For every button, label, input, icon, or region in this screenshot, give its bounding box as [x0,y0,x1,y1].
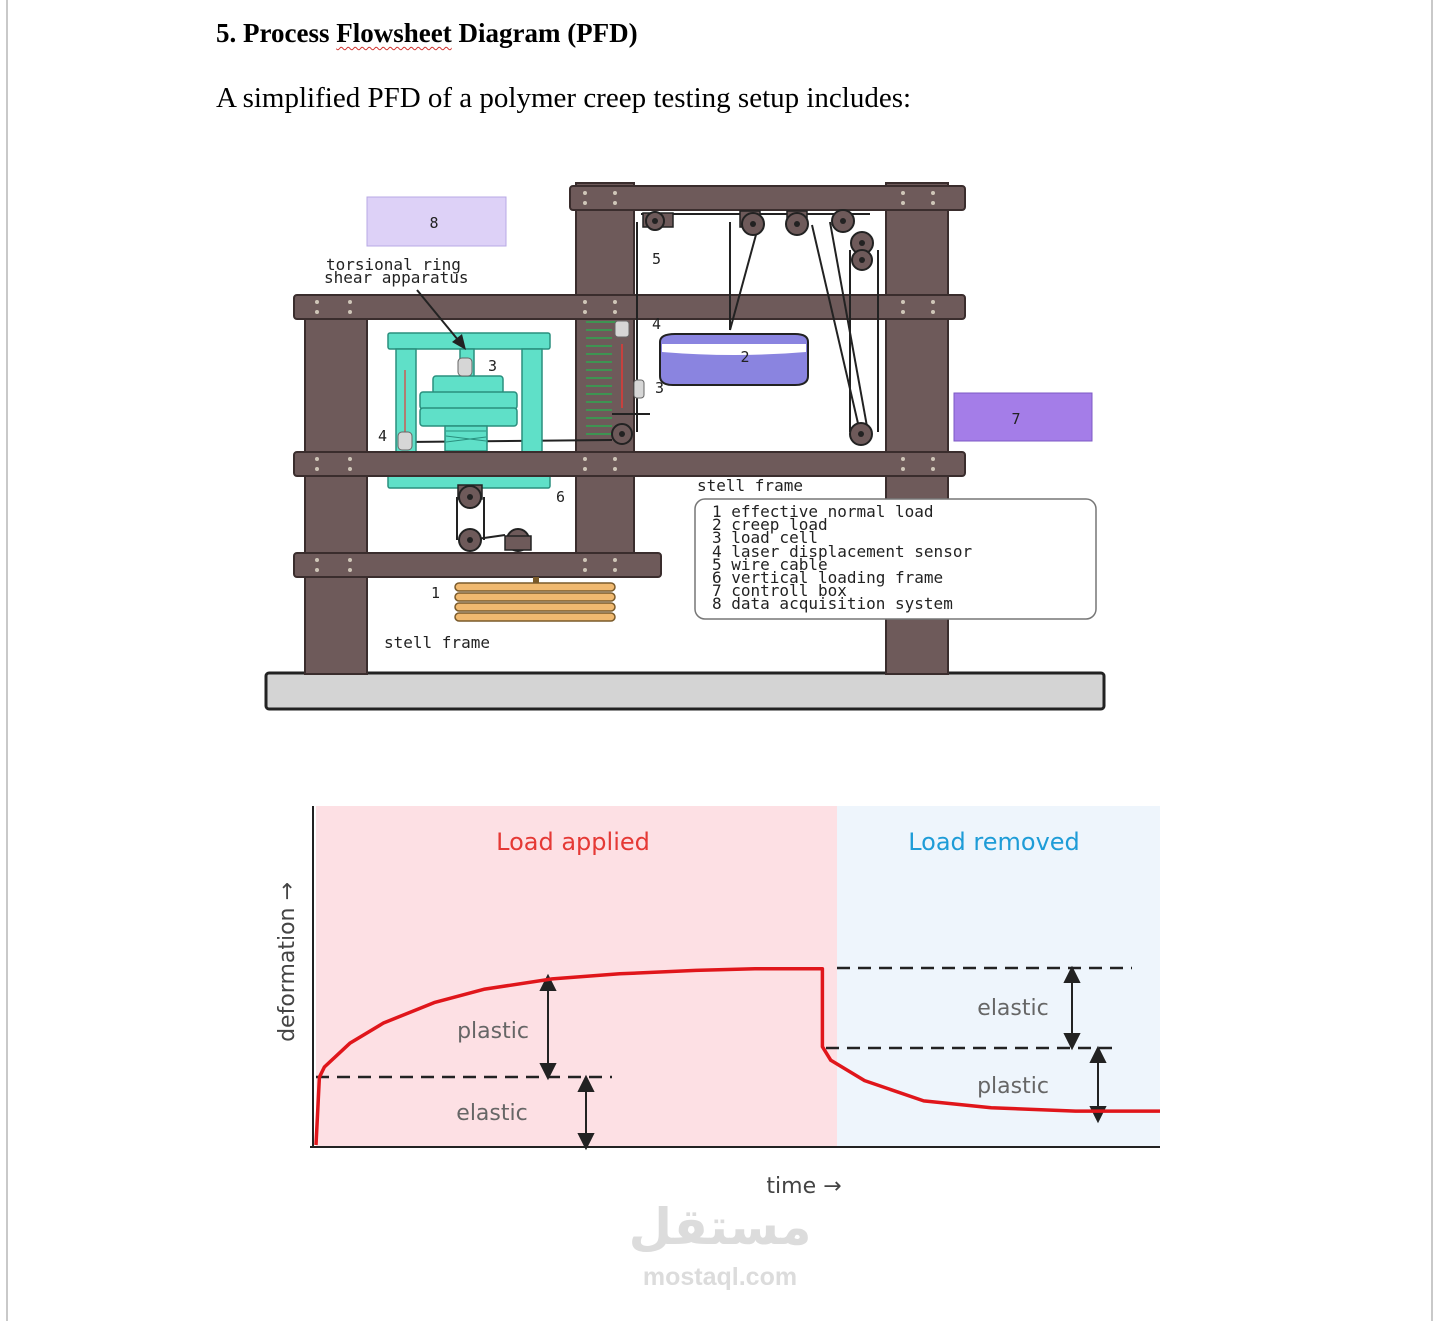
frame-upper-beam [293,294,966,320]
chart-dimension-arrows [539,965,1107,1151]
wire-cables [406,213,879,443]
frame-top-beam [569,185,966,211]
frame-lower-beam [293,552,662,578]
watermark-latin: mostaql.com [642,1263,798,1291]
chart-reference-lines [316,966,1132,1079]
region-label-load-applied: Load applied [496,828,650,856]
box-8-label: 8 [429,214,438,232]
legend-item: 1 effective normal load [712,502,934,521]
legend-item: 8 data acquisition system [712,594,953,613]
callout-line-2: shear apparatus [324,268,469,287]
heading-number: 5. [216,18,237,48]
heading-word-flowsheet: Flowsheet [336,18,452,48]
num-3-right-label: 3 [655,379,664,397]
creep-curve [314,966,1160,1146]
top-pulleys [642,209,874,271]
annotation-plastic-removed: plastic [977,1074,1049,1099]
num-4-left-label: 4 [378,427,387,445]
callout-arrow-head [452,334,466,350]
legend-item: 2 creep load [712,515,828,534]
num-4-right-label: 4 [652,315,661,333]
control-box [953,392,1093,442]
normal-load-stack [454,577,616,622]
annotation-elastic-removed: elastic [977,996,1048,1021]
creep-chart: Load applied Load removed p [275,806,1160,1199]
num-3-left-label: 3 [488,357,497,375]
page-left-border [6,0,8,1321]
data-acquisition-box [366,196,507,247]
lower-pulleys [456,484,532,552]
num-6-label: 6 [556,488,565,506]
section-heading: 5. Process Flowsheet Diagram (PFD) [216,18,638,49]
creep-load-weight [659,333,809,386]
weight-2-label: 2 [740,348,749,366]
apparatus-base [264,671,1106,711]
frame-label-bottom: stell frame [384,633,490,652]
watermark-arabic: مستقل [628,1198,812,1256]
legend-box [694,498,1097,620]
box-7-label: 7 [1011,410,1020,428]
annotation-elastic-applied: elastic [456,1101,527,1126]
laser-sensor-head [614,320,630,338]
legend-item: 5 wire cable [712,555,828,574]
intro-paragraph: A simplified PFD of a polymer creep test… [216,82,912,114]
x-axis-label: time → [766,1174,841,1199]
annotation-plastic-applied: plastic [457,1019,529,1044]
heading-word-process: Process [243,18,330,48]
legend-item: 4 laser displacement sensor [712,542,972,561]
callout-line-1: torsional ring [326,255,461,274]
frame-middle-beam [293,451,966,477]
load-cell-right [633,379,645,399]
num-1-label: 1 [431,584,440,602]
legend-item: 3 load cell [712,528,818,547]
heading-word-diagram: Diagram (PFD) [458,18,638,48]
num-5-label: 5 [652,250,661,268]
frame-bolts [315,191,935,572]
legend-items: 1 effective normal load 2 creep load 3 l… [712,502,972,613]
torsional-ring-shear-apparatus [387,332,551,489]
frame-label-top: stell frame [697,476,803,495]
legend-item: 7 controll box [712,581,847,600]
y-axis-label: deformation → [275,882,300,1042]
callout-arrow [416,289,464,347]
region-label-load-removed: Load removed [908,828,1080,856]
page-right-border [1431,0,1433,1321]
legend-item: 6 vertical loading frame [712,568,943,587]
